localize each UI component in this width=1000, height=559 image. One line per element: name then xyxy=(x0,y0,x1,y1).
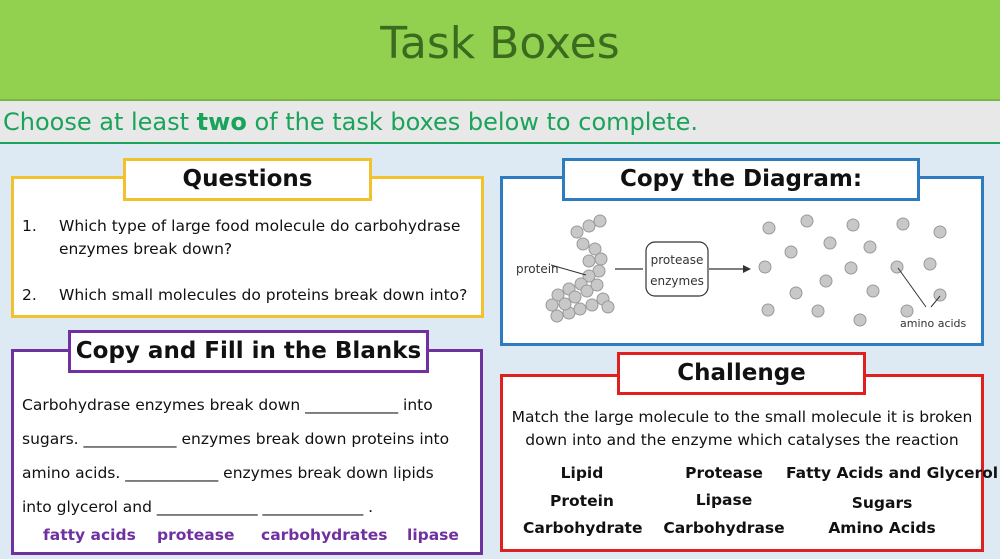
blank-line-1: Carbohydrase enzymes break down ________… xyxy=(22,396,433,414)
small-molecule-item: Sugars xyxy=(851,494,913,512)
question-number: 1. xyxy=(22,217,37,235)
large-molecule-item: Carbohydrate xyxy=(523,519,643,537)
arrow-head xyxy=(743,265,751,273)
instruction-text: Choose at least two of the task boxes be… xyxy=(3,108,698,136)
challenge-desc-line1: Match the large molecule to the small mo… xyxy=(511,408,973,426)
instruction-before: Choose at least xyxy=(3,108,197,136)
page-title: Task Boxes xyxy=(380,18,620,69)
protease-box-line2: enzymes xyxy=(650,274,704,288)
challenge-box: Match the large molecule to the small mo… xyxy=(500,374,999,552)
word-bank-item: lipase xyxy=(407,526,459,544)
protease-box-line1: protease xyxy=(651,253,704,267)
amino-acids-label: amino acids xyxy=(900,317,967,330)
diagram-title: Copy the Diagram: xyxy=(562,158,920,201)
word-bank-item: carbohydrates xyxy=(261,526,388,544)
diagram-box: protein protease enzymes amino acids xyxy=(500,176,984,346)
small-molecule-item: Fatty Acids and Glycerol xyxy=(786,464,999,482)
questions-title: Questions xyxy=(123,158,372,201)
question-text: Which type of large food molecule do car… xyxy=(59,217,461,258)
enzyme-item: Carbohydrase xyxy=(663,519,785,537)
enzyme-item: Protease xyxy=(685,464,763,482)
question-number: 2. xyxy=(22,286,37,304)
challenge-title: Challenge xyxy=(617,352,866,395)
small-molecule-item: Amino Acids xyxy=(828,519,936,537)
large-molecule-item: Lipid xyxy=(560,464,604,482)
word-bank-item: fatty acids xyxy=(43,526,136,544)
question-text: Which small molecules do proteins break … xyxy=(59,286,468,304)
protein-chain xyxy=(545,214,615,323)
instruction-bold: two xyxy=(196,108,247,136)
instruction-after: of the task boxes below to complete. xyxy=(246,108,698,136)
word-bank-item: protease xyxy=(157,526,235,544)
protein-label: protein xyxy=(516,262,559,276)
protein-pointer xyxy=(550,264,587,276)
enzyme-item: Lipase xyxy=(695,491,753,509)
amino-pointer-1 xyxy=(897,267,927,308)
fill-blanks-title: Copy and Fill in the Blanks xyxy=(68,330,429,373)
protein-digestion-diagram: protein protease enzymes amino acids xyxy=(516,214,967,330)
header-banner: Task Boxes xyxy=(0,0,1000,101)
amino-acid-molecules xyxy=(758,214,947,327)
blank-line-3: amino acids. ____________ enzymes break … xyxy=(22,464,434,482)
blank-line-4: into glycerol and _____________ ________… xyxy=(22,498,374,516)
amino-pointer-2 xyxy=(930,295,941,308)
fill-blanks-box: Carbohydrase enzymes break down ________… xyxy=(11,349,483,555)
challenge-desc-line2: down into and the enzyme which catalyses… xyxy=(525,431,959,449)
instruction-bar: Choose at least two of the task boxes be… xyxy=(0,102,1000,144)
large-molecule-item: Protein xyxy=(550,492,614,510)
blank-line-2: sugars. ____________ enzymes break down … xyxy=(22,430,450,448)
protease-box xyxy=(645,241,709,297)
